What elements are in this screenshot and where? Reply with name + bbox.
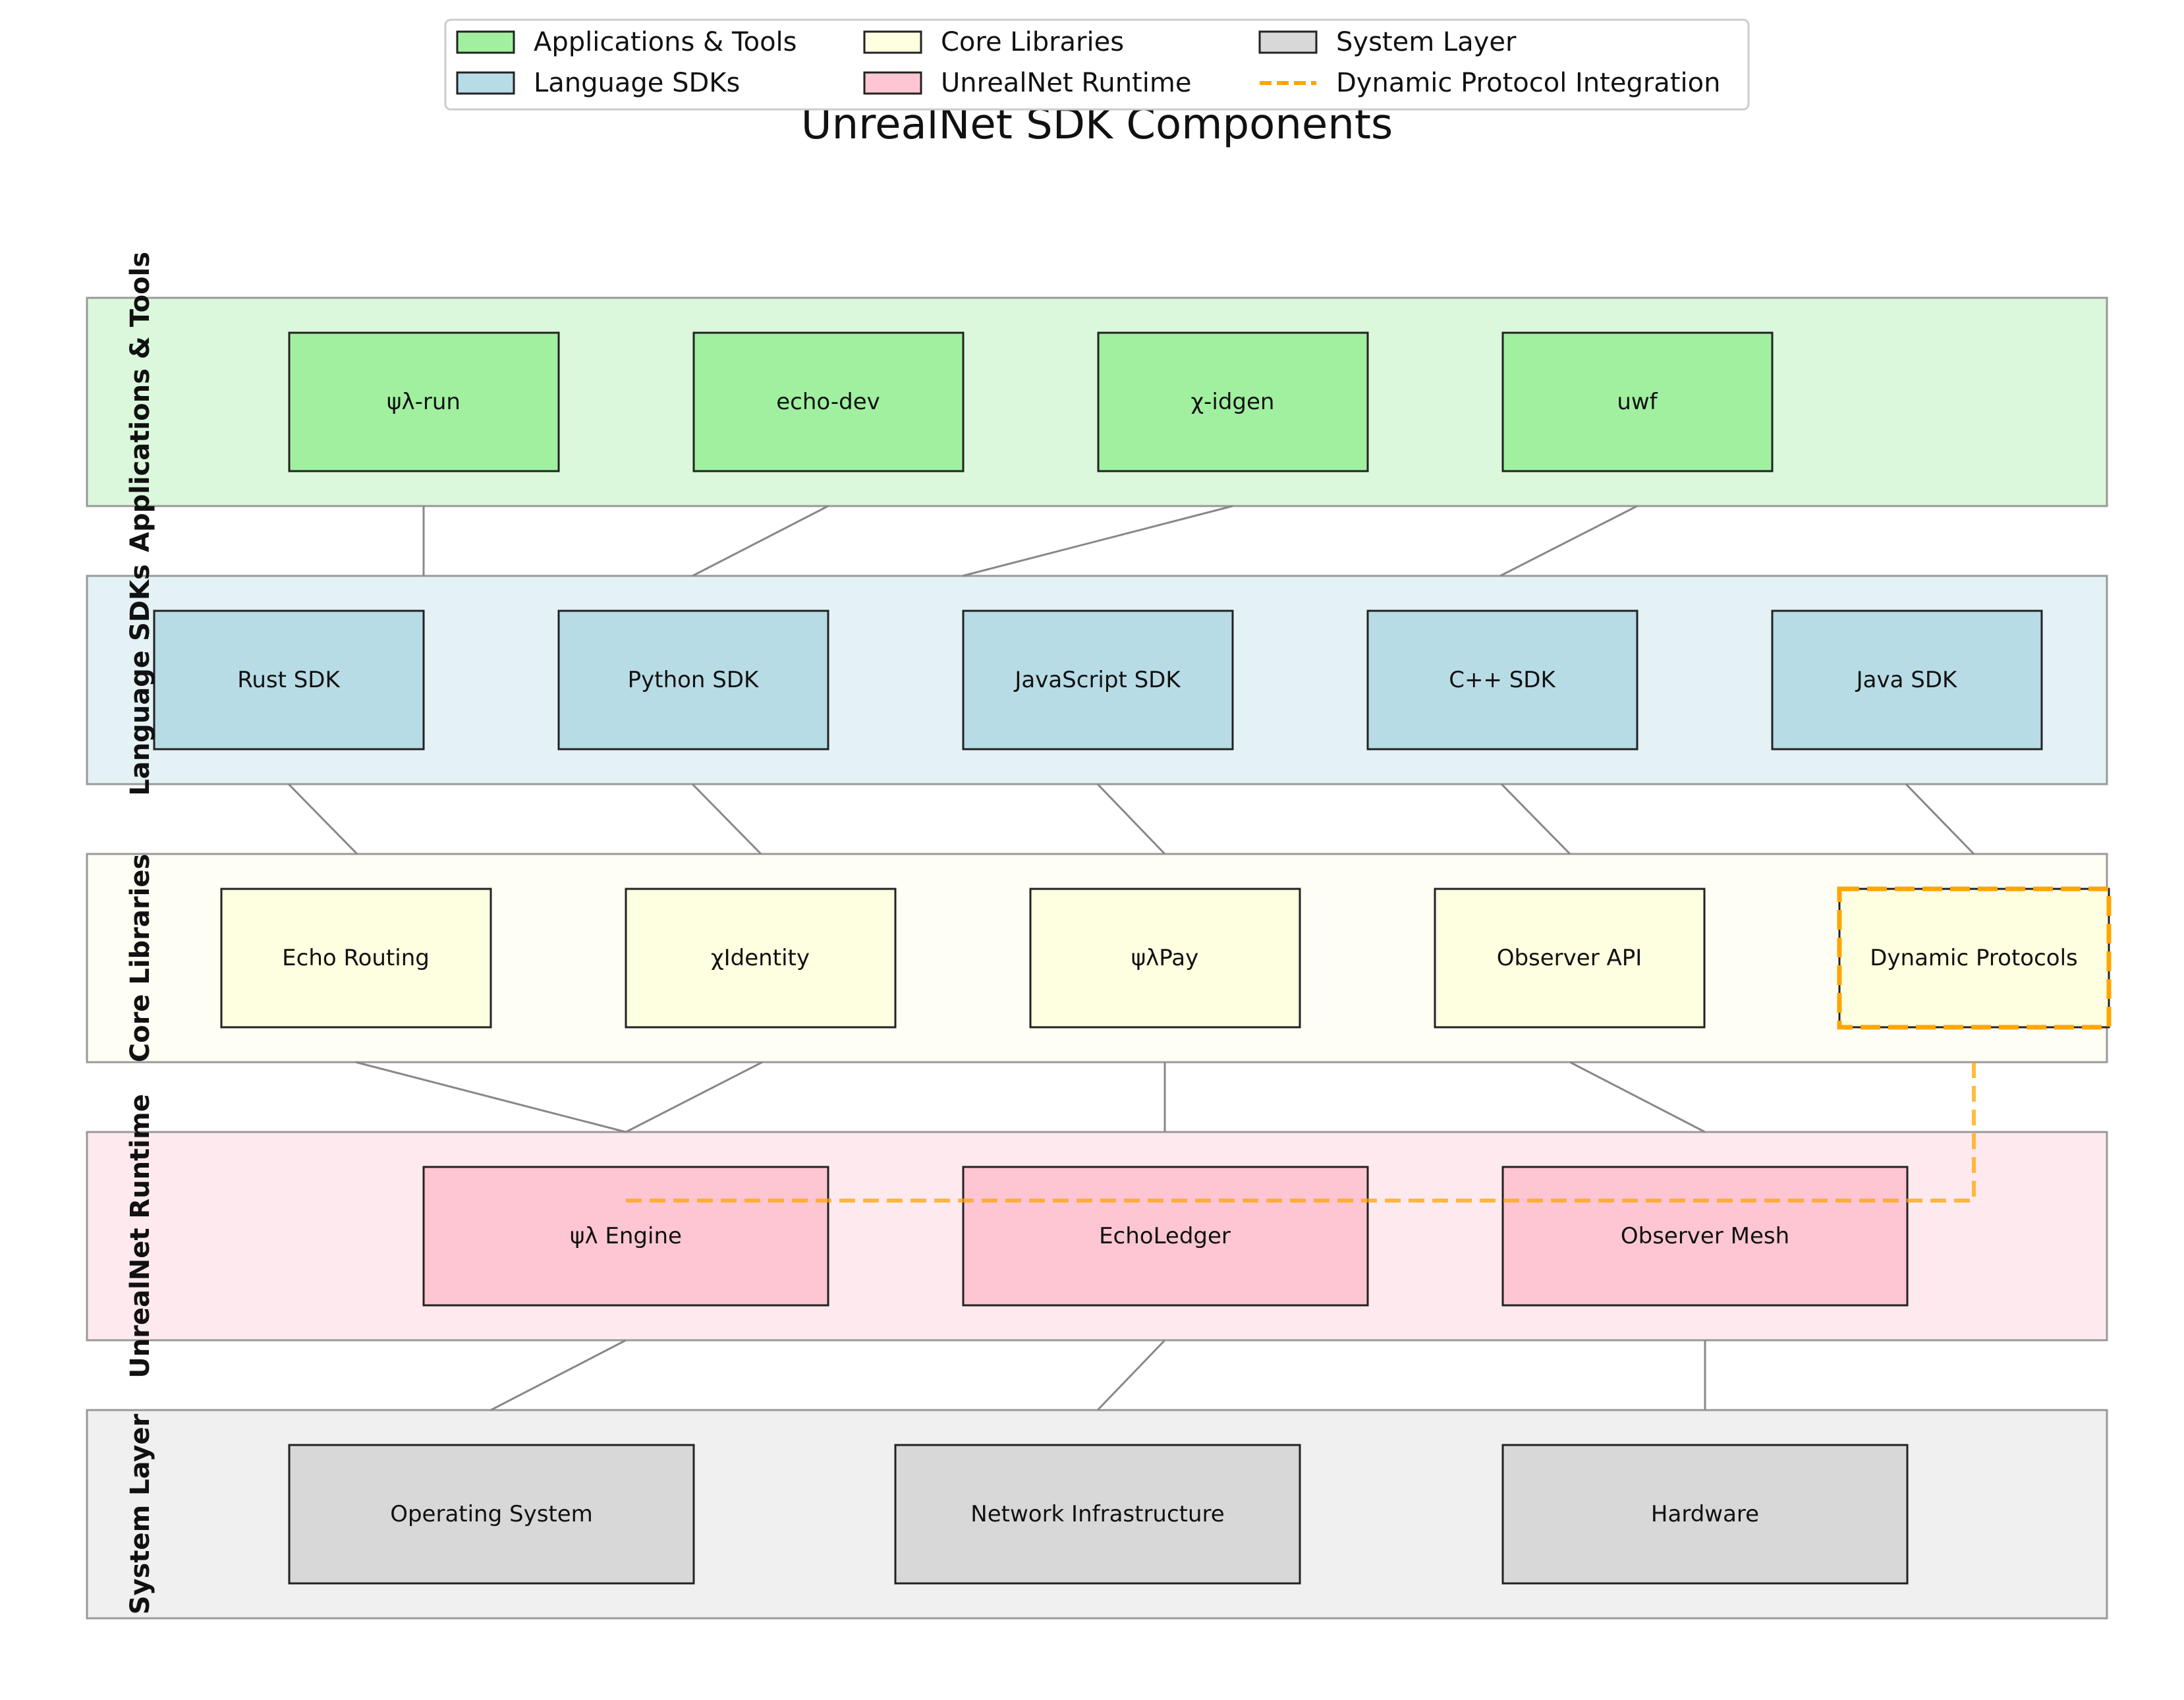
- legend-label: UnrealNet Runtime: [941, 68, 1191, 98]
- connector: [287, 783, 358, 855]
- connector: [1569, 1061, 1706, 1133]
- legend-label: Language SDKs: [534, 68, 740, 98]
- node-label: Rust SDK: [237, 667, 341, 693]
- node-psi-lambda-engine: [422, 1166, 829, 1307]
- connector: [1499, 505, 1638, 577]
- node-echoledger: [962, 1166, 1369, 1307]
- dynamic-protocols-highlight: [1837, 886, 2112, 1030]
- node-label: Echo Routing: [282, 945, 430, 971]
- node-label: ψλPay: [1131, 945, 1198, 971]
- node-echo-dev: [692, 331, 965, 472]
- node-label: ψλ Engine: [570, 1223, 682, 1249]
- node-javascript-sdk: [962, 609, 1234, 751]
- legend-label: Applications & Tools: [534, 27, 797, 57]
- node-label: JavaScript SDK: [1013, 667, 1181, 693]
- node-label: Java SDK: [1855, 667, 1958, 693]
- connector: [355, 1061, 627, 1133]
- legend: Applications & Tools Core Libraries Syst…: [444, 18, 1750, 111]
- node-echo-routing: [220, 888, 492, 1029]
- layer-label-language-sdks: Language SDKs: [125, 564, 155, 796]
- layer-label-applications: Applications & Tools: [125, 252, 155, 552]
- node-observer-mesh: [1501, 1166, 1909, 1307]
- node-rust-sdk: [153, 609, 425, 751]
- connector: [1096, 1339, 1166, 1411]
- legend-label: Core Libraries: [941, 27, 1124, 57]
- node-label: EchoLedger: [1099, 1223, 1231, 1249]
- node-label: Network Infrastructure: [970, 1501, 1224, 1527]
- connector: [1096, 783, 1166, 855]
- node-chi-identity: [625, 888, 897, 1029]
- node-label: Hardware: [1651, 1501, 1759, 1527]
- connector: [692, 505, 829, 577]
- connector: [625, 1061, 763, 1133]
- connector: [490, 1339, 627, 1411]
- connector: [962, 505, 1233, 577]
- node-dynamic-protocols: [1838, 888, 2110, 1029]
- node-label: C++ SDK: [1449, 667, 1556, 693]
- node-observer-api: [1434, 888, 1706, 1029]
- node-label: Observer API: [1497, 945, 1642, 971]
- node-label: ψλ-run: [387, 389, 461, 415]
- legend-swatch-core-libraries: [863, 30, 922, 54]
- layer-label-core-libraries: Core Libraries: [125, 854, 155, 1063]
- node-label: χIdentity: [711, 945, 810, 971]
- legend-swatch-applications: [456, 30, 515, 54]
- connector: [691, 783, 762, 855]
- layer-label-system: System Layer: [125, 1413, 155, 1614]
- node-hardware: [1501, 1444, 1909, 1585]
- legend-label: System Layer: [1336, 27, 1517, 57]
- node-uwf: [1501, 331, 1774, 472]
- node-java-sdk: [1771, 609, 2043, 751]
- node-label: χ-idgen: [1191, 389, 1275, 415]
- node-label: echo-dev: [776, 389, 880, 415]
- legend-swatch-language-sdks: [456, 71, 515, 95]
- node-label: Dynamic Protocols: [1870, 945, 2077, 971]
- node-chi-idgen: [1097, 331, 1369, 472]
- connector: [1500, 783, 1571, 855]
- legend-swatch-system-layer: [1258, 30, 1318, 54]
- node-psi-lambda-run: [288, 331, 560, 472]
- node-operating-system: [288, 1444, 695, 1585]
- node-label: Observer Mesh: [1621, 1223, 1789, 1249]
- node-label: uwf: [1617, 389, 1658, 415]
- node-cpp-sdk: [1366, 609, 1638, 751]
- layer-label-runtime: UnrealNet Runtime: [125, 1094, 155, 1378]
- node-label: Operating System: [390, 1501, 593, 1527]
- connector: [1905, 783, 1975, 855]
- legend-swatch-runtime: [863, 71, 922, 95]
- legend-label: Dynamic Protocol Integration: [1336, 68, 1720, 98]
- node-psi-lambda-pay: [1029, 888, 1301, 1029]
- node-python-sdk: [557, 609, 829, 751]
- connectors: [287, 505, 1975, 1411]
- node-network-infrastructure: [894, 1444, 1301, 1585]
- node-label: Python SDK: [628, 667, 760, 693]
- legend-frame: [444, 18, 1750, 111]
